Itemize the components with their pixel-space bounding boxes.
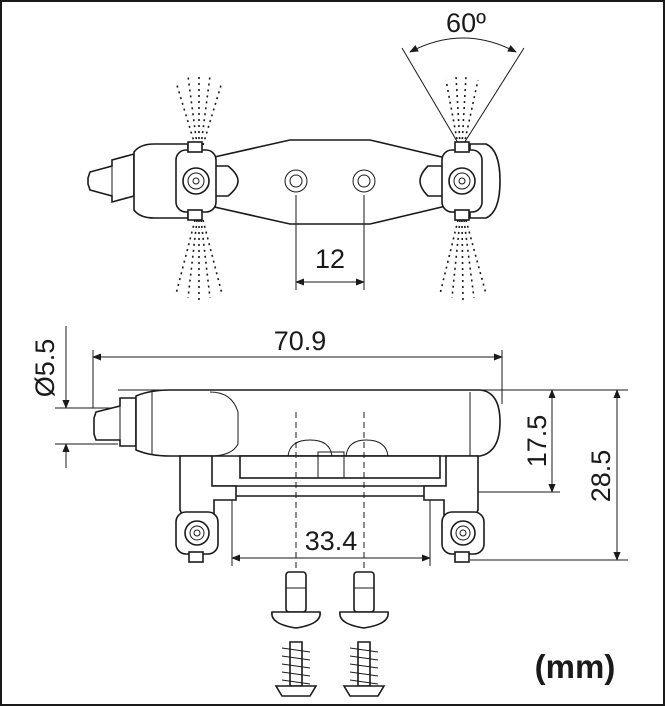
spray-pattern-right xyxy=(439,75,487,301)
hose-barb-side xyxy=(93,397,137,447)
dimension-nozzle-spacing xyxy=(231,412,431,598)
manifold-body-top xyxy=(209,139,447,225)
nozzle-left-top xyxy=(175,141,217,221)
screw-left xyxy=(274,641,318,697)
label-inlet-diameter: Ø5.5 xyxy=(30,339,60,398)
manifold-body-side xyxy=(135,389,501,457)
spray-angle-indicator xyxy=(401,37,525,149)
mounting-hole-right xyxy=(352,169,376,193)
body-lower-section xyxy=(239,455,441,479)
label-overall-length: 70.9 xyxy=(274,326,327,356)
mounting-pin-left xyxy=(271,571,321,629)
label-height-upper: 17.5 xyxy=(522,415,552,468)
nozzle-right-top xyxy=(441,141,483,221)
nozzle-right-side xyxy=(441,511,485,563)
dimension-hole-spacing xyxy=(295,195,365,290)
label-nozzle-spacing: 33.4 xyxy=(305,526,358,556)
mounting-pin-right xyxy=(339,571,389,629)
nozzle-left-side xyxy=(175,511,219,563)
spray-pattern-left xyxy=(175,74,223,300)
label-height-total: 28.5 xyxy=(586,450,616,503)
unit-label: (mm) xyxy=(535,648,616,685)
side-view xyxy=(55,326,628,697)
label-spray-angle: 60º xyxy=(446,8,486,38)
screw-right xyxy=(342,641,386,697)
hose-barb-top xyxy=(87,152,135,204)
left-slot xyxy=(209,165,239,197)
mounting-hole-left xyxy=(284,169,308,193)
label-hole-spacing: 12 xyxy=(315,244,345,274)
top-view xyxy=(87,37,525,301)
right-slot xyxy=(419,165,447,197)
